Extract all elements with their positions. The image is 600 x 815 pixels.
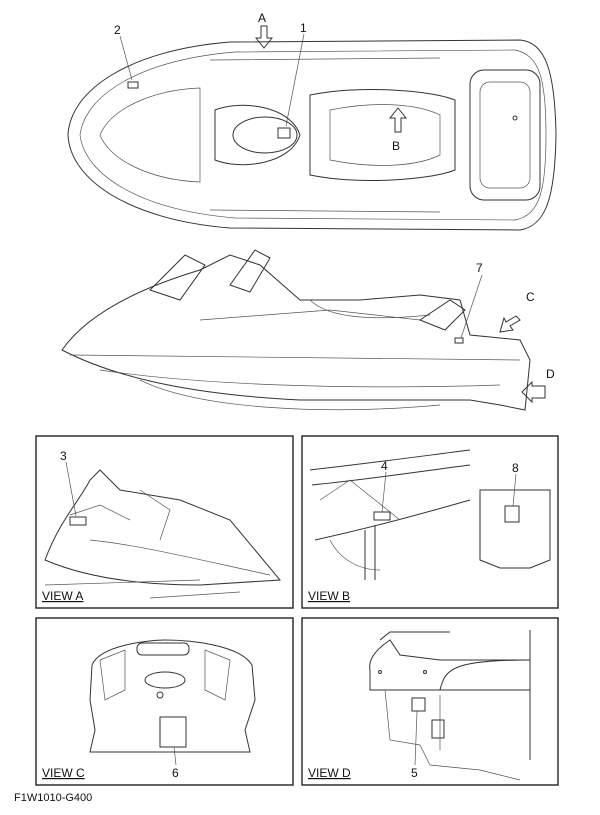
- callout-7: 7: [476, 261, 483, 275]
- arrow-label-b: B: [392, 139, 400, 153]
- arrow-label-c: C: [526, 290, 535, 304]
- view-c-panel: [35, 617, 294, 786]
- callout-2: 2: [114, 23, 121, 37]
- view-b-label: VIEW B: [308, 589, 350, 603]
- view-c-label: VIEW C: [42, 766, 85, 780]
- view-a-panel: [35, 435, 294, 609]
- view-b-drawing: [309, 449, 551, 580]
- callout-3: 3: [60, 449, 67, 463]
- view-c-drawing: [89, 639, 256, 766]
- figure-code: F1W1010-G400: [14, 792, 93, 804]
- view-d-drawing: [369, 630, 531, 781]
- side-view-drawing: [61, 249, 546, 411]
- callout-5: 5: [411, 766, 418, 780]
- callout-4: 4: [381, 459, 388, 473]
- arrow-label-d: D: [546, 367, 555, 381]
- arrow-label-a: A: [258, 11, 266, 25]
- view-d-label: VIEW D: [308, 766, 351, 780]
- callout-6: 6: [172, 766, 179, 780]
- view-a-drawing: [44, 461, 282, 599]
- view-b-panel: [301, 435, 559, 609]
- top-view-drawing: [67, 25, 557, 231]
- callout-1: 1: [300, 21, 307, 35]
- view-a-label: VIEW A: [42, 589, 83, 603]
- view-d-panel: [301, 617, 559, 786]
- callout-8: 8: [512, 461, 519, 475]
